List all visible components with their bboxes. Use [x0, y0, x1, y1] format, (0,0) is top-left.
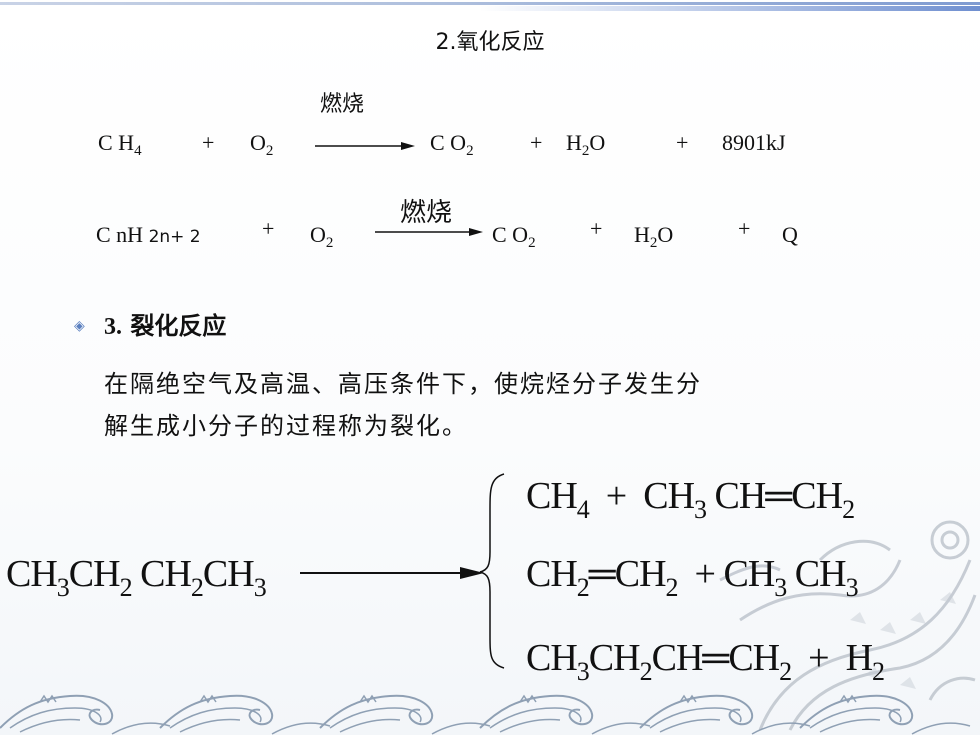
eq1-energy: 8901kJ	[722, 130, 786, 155]
definition-line-1: 在隔绝空气及高温、高压条件下，使烷烃分子发生分	[104, 370, 702, 398]
eq2-reactant-alkane: C nH 2n+ 2	[96, 222, 201, 247]
product-methane-propene: CH4 + CH3 CH═CH2	[526, 475, 855, 524]
eq1-reactant-ch4: C H4	[98, 130, 142, 159]
wave-border	[0, 694, 971, 735]
eq2-heat: Q	[782, 222, 798, 247]
section-heading: 3. 裂化反应	[104, 311, 227, 340]
eq1-plus3: +	[676, 130, 689, 155]
cracking-arrow	[300, 567, 484, 579]
eq2-plus2: +	[590, 216, 603, 241]
eq1-arrow	[315, 142, 415, 150]
eq2-plus3: +	[738, 216, 751, 241]
eq1-plus: +	[202, 130, 215, 155]
eq2-reactant-o2: O2	[310, 222, 334, 251]
eq2-product-co2: C O2	[492, 222, 536, 251]
eq1-product-h2o: H2O	[566, 130, 606, 159]
butane-formula: CH3CH2 CH2CH3	[6, 553, 267, 602]
product-ethene-ethane: CH2═CH2 + CH3 CH3	[526, 553, 859, 602]
top-border-bar	[0, 0, 980, 12]
eq2-condition: 燃烧	[400, 198, 453, 228]
page-title: 2.氧化反应	[435, 30, 545, 55]
product-butene-hydrogen: CH3CH2CH═CH2 + H2	[526, 637, 885, 686]
top-border-accent	[480, 6, 980, 11]
eq2-product-h2o: H2O	[634, 222, 674, 251]
product-brace	[479, 473, 505, 669]
diamond-bullet-icon: ◈	[74, 319, 85, 334]
eq2-plus: +	[262, 216, 275, 241]
eq1-condition: 燃烧	[320, 92, 365, 117]
eq1-product-co2: C O2	[430, 130, 474, 159]
definition-line-2: 解生成小分子的过程称为裂化。	[104, 412, 468, 440]
eq2-arrow	[375, 228, 483, 236]
dragon-decoration	[719, 520, 977, 731]
top-border-line	[0, 2, 980, 5]
eq1-reactant-o2: O2	[250, 130, 274, 159]
eq1-plus2: +	[530, 130, 543, 155]
